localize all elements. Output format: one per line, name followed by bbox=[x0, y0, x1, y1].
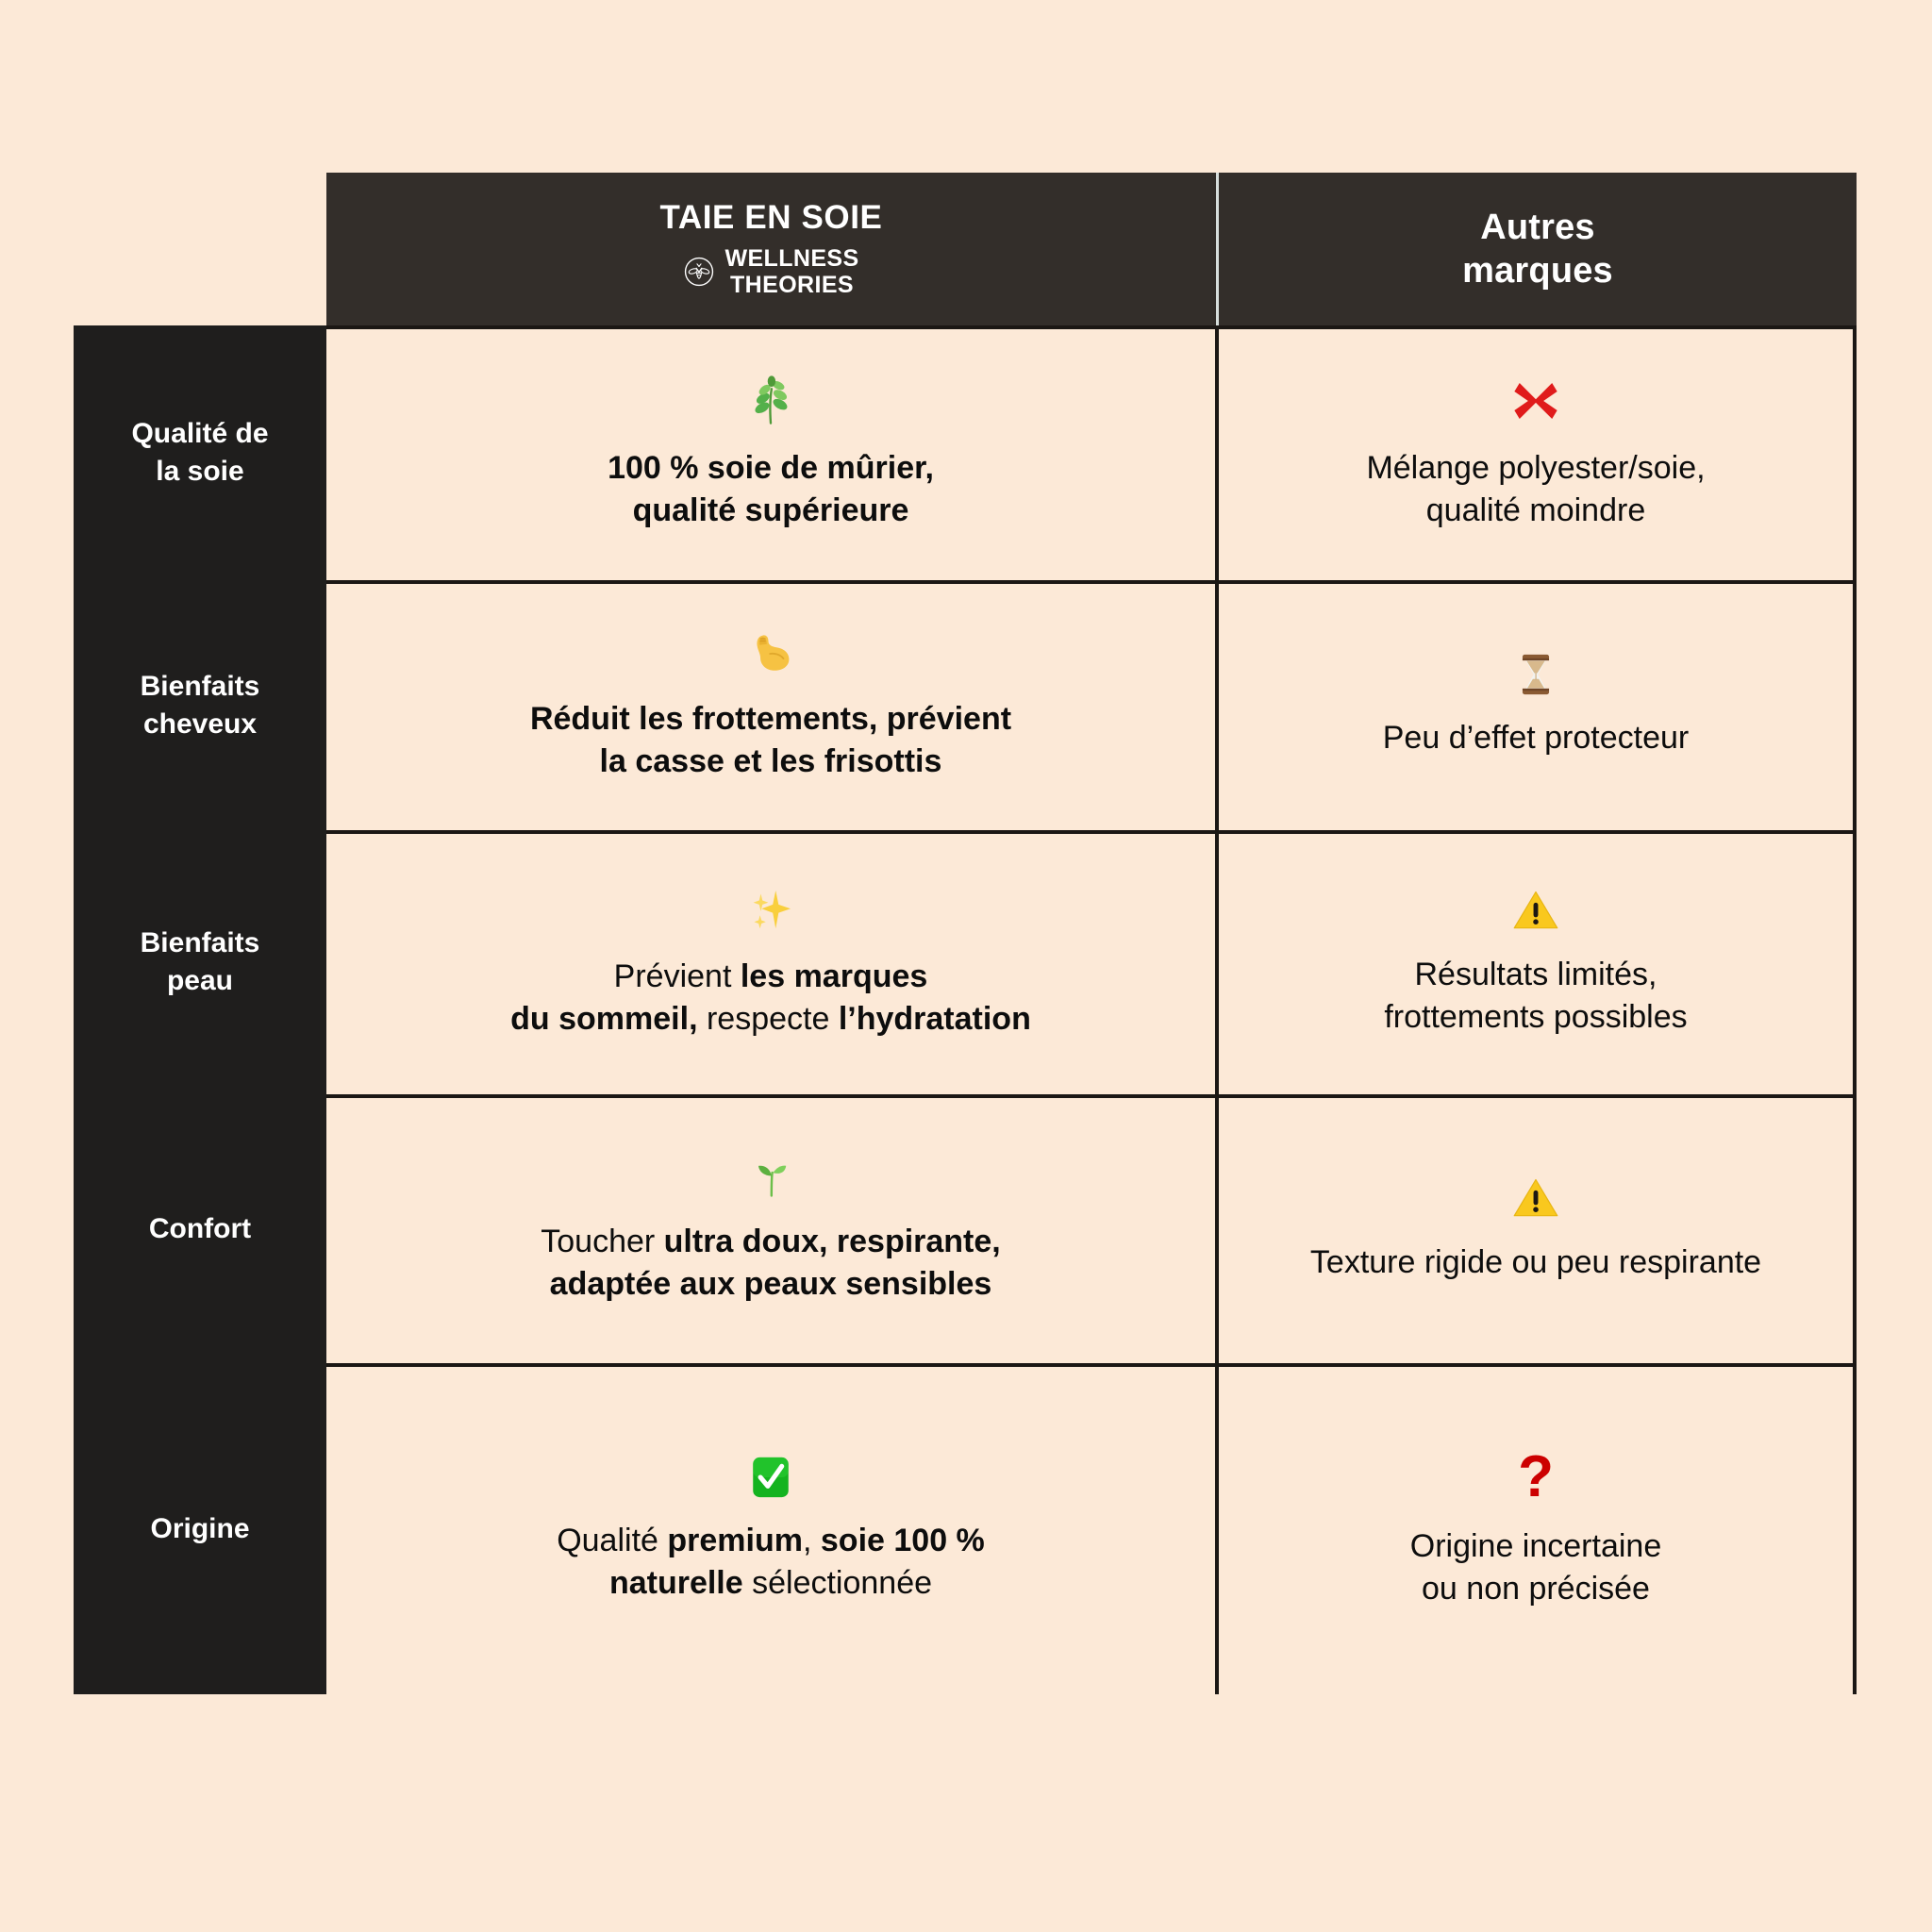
bee-logo-icon bbox=[683, 256, 715, 288]
row-label-text: Confort bbox=[148, 1212, 252, 1244]
row-label-line-1: Bienfaits bbox=[140, 670, 260, 702]
brand-lockup: WELLNESS THEORIES bbox=[683, 245, 858, 299]
row-label-line-1: Bienfaits bbox=[140, 927, 260, 959]
brand-wordmark: WELLNESS THEORIES bbox=[724, 245, 858, 299]
text-segment-bold: la casse et les frisottis bbox=[599, 742, 942, 779]
cell-others-origine: ? Origine incertaine ou non précisée bbox=[1219, 1363, 1857, 1694]
cell-ours-bienfaits-peau: Prévient les marques du sommeil, respecte… bbox=[326, 830, 1219, 1094]
text-segment-regular: Qualité bbox=[557, 1522, 668, 1558]
cell-text-others: Texture rigide ou peu respirante bbox=[1310, 1241, 1761, 1284]
header-others-line-2: marques bbox=[1462, 251, 1613, 291]
warning-triangle-icon bbox=[1511, 1174, 1560, 1223]
text-segment-bold: Réduit les frottements, prévient bbox=[529, 700, 1012, 737]
cell-text-others: Résultats limités, frottements possibles bbox=[1384, 954, 1687, 1039]
cell-text-ours: Qualité premium, soie 100 % naturelle sél… bbox=[557, 1520, 985, 1605]
cell-text-ours: Prévient les marques du sommeil, respecte… bbox=[510, 956, 1031, 1041]
cell-others-qualite-de-la-soie: Mélange polyester/soie, qualité moindre bbox=[1219, 325, 1857, 580]
cell-text-ours: 100 % soie de mûrier, qualité supérieure bbox=[608, 447, 934, 532]
text-segment-regular: respecte bbox=[697, 1001, 839, 1037]
text-line-2: ou non précisée bbox=[1422, 1570, 1650, 1607]
row-label-text: Qualité de la soie bbox=[131, 415, 268, 490]
cell-text-ours: Réduit les frottements, prévient la cass… bbox=[530, 698, 1011, 783]
brand-line-1: WELLNESS bbox=[724, 244, 859, 272]
cell-ours-confort: Toucher ultra doux, respirante, adaptée a… bbox=[326, 1094, 1219, 1363]
text-segment-bold: du sommeil, bbox=[510, 1001, 698, 1037]
row-label-qualite-de-la-soie: Qualité de la soie bbox=[74, 325, 326, 580]
hourglass-icon bbox=[1512, 651, 1559, 698]
text-line-1: Mélange polyester/soie, bbox=[1366, 450, 1706, 487]
text-segment-regular: , bbox=[802, 1522, 821, 1558]
text-segment-bold: premium bbox=[667, 1522, 803, 1558]
header-others-title: Autres marques bbox=[1462, 206, 1613, 293]
row-label-line-2: la soie bbox=[156, 456, 244, 487]
text-line-1: Origine incertaine bbox=[1409, 1527, 1662, 1564]
cell-others-bienfaits-peau: Résultats limités, frottements possibles bbox=[1219, 830, 1857, 1094]
row-label-bienfaits-peau: Bienfaits peau bbox=[74, 830, 326, 1094]
header-corner-spacer bbox=[74, 173, 326, 325]
text-line-1: Peu d’effet protecteur bbox=[1382, 720, 1690, 757]
row-label-text: Bienfaits peau bbox=[141, 924, 260, 999]
row-label-text: Bienfaits cheveux bbox=[141, 668, 260, 742]
cell-text-others: Mélange polyester/soie, qualité moindre bbox=[1366, 447, 1705, 532]
warning-triangle-icon bbox=[1511, 886, 1560, 935]
row-label-line-1: Qualité de bbox=[131, 418, 269, 450]
herb-leaf-icon bbox=[743, 374, 798, 428]
text-segment-bold: les marques bbox=[740, 958, 928, 995]
header-ours-title: TAIE EN SOIE bbox=[659, 199, 883, 237]
cell-text-ours: Toucher ultra doux, respirante, adaptée a… bbox=[541, 1221, 1001, 1306]
text-line-1: Résultats limités, bbox=[1414, 957, 1657, 993]
red-cross-mark-icon bbox=[1508, 374, 1563, 428]
cell-ours-origine: Qualité premium, soie 100 % naturelle sél… bbox=[326, 1363, 1219, 1694]
header-others-line-1: Autres bbox=[1480, 207, 1595, 247]
text-line-1: Texture rigide ou peu respirante bbox=[1309, 1244, 1762, 1281]
red-question-mark-icon: ? bbox=[1518, 1443, 1554, 1509]
row-label-bienfaits-cheveux: Bienfaits cheveux bbox=[74, 580, 326, 830]
row-label-line-2: peau bbox=[166, 965, 233, 996]
cell-ours-bienfaits-cheveux: Réduit les frottements, prévient la cass… bbox=[326, 580, 1219, 830]
seedling-icon bbox=[746, 1153, 795, 1202]
brand-line-2: THEORIES bbox=[730, 272, 854, 299]
text-segment-regular: Prévient bbox=[613, 958, 741, 995]
header-cell-others: Autres marques bbox=[1219, 173, 1857, 325]
text-line-2: frottements possibles bbox=[1384, 999, 1688, 1035]
text-segment-bold: qualité supérieure bbox=[632, 492, 909, 528]
row-label-line-2: cheveux bbox=[142, 708, 258, 740]
header-cell-ours: TAIE EN SOIE WE bbox=[326, 173, 1219, 325]
flexed-biceps-icon bbox=[745, 628, 796, 679]
row-label-confort: Confort bbox=[74, 1094, 326, 1363]
cell-text-others: Origine incertaine ou non précisée bbox=[1410, 1525, 1661, 1610]
green-check-mark-icon bbox=[747, 1454, 794, 1501]
text-segment-bold: adaptée aux peaux sensibles bbox=[549, 1265, 992, 1302]
comparison-table: TAIE EN SOIE WE bbox=[74, 173, 1857, 1694]
cell-text-others: Peu d’effet protecteur bbox=[1383, 717, 1689, 759]
text-segment-regular: sélectionnée bbox=[742, 1564, 933, 1601]
row-label-origine: Origine bbox=[74, 1363, 326, 1694]
cell-others-confort: Texture rigide ou peu respirante bbox=[1219, 1094, 1857, 1363]
row-label-text: Origine bbox=[150, 1512, 250, 1544]
text-segment-regular: Toucher bbox=[541, 1223, 664, 1259]
text-segment-bold: l’hydratation bbox=[838, 1001, 1031, 1037]
text-segment-bold: ultra doux, respirante, bbox=[663, 1223, 1001, 1259]
text-segment-bold: naturelle bbox=[608, 1564, 743, 1601]
cell-others-bienfaits-cheveux: Peu d’effet protecteur bbox=[1219, 580, 1857, 830]
cell-ours-qualite-de-la-soie: 100 % soie de mûrier, qualité supérieure bbox=[326, 325, 1219, 580]
text-segment-bold: soie 100 % bbox=[820, 1522, 985, 1558]
text-segment-bold: 100 % soie de mûrier, bbox=[608, 450, 934, 487]
text-line-2: qualité moindre bbox=[1425, 492, 1646, 528]
sparkles-icon bbox=[744, 884, 797, 937]
